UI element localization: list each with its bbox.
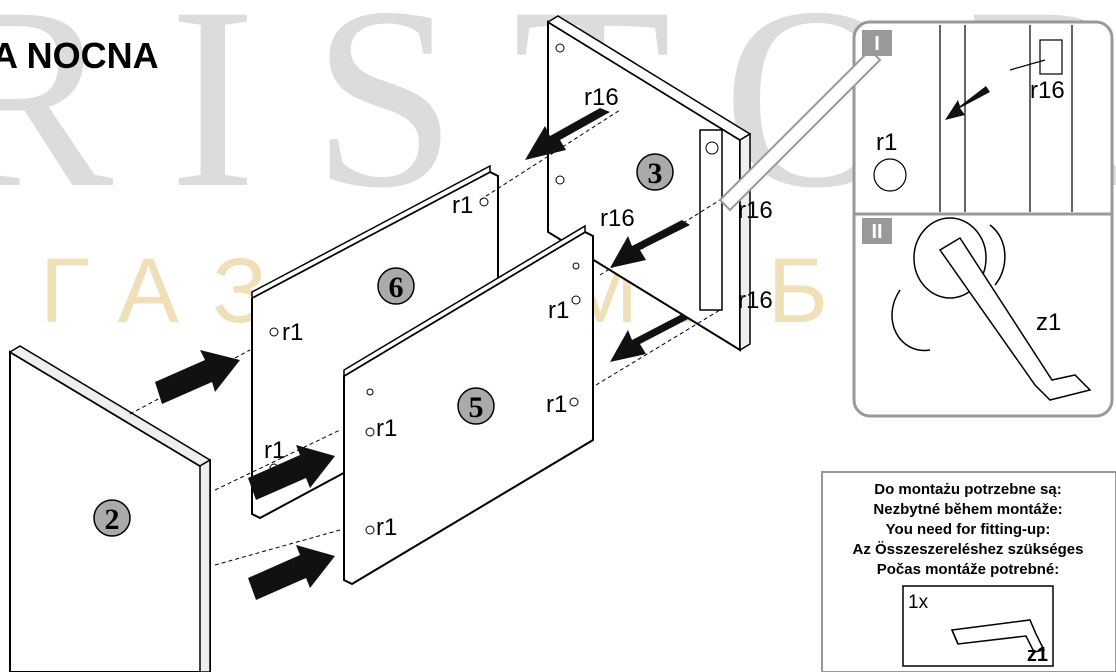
parts-label-z1: z1 [1027,644,1048,666]
label-r16-right-bottom: r16 [738,287,773,314]
label-r1-panel5-left: r1 [376,415,397,442]
panel-6-badge [377,267,415,305]
label-r1-panel5-right: r1 [546,391,567,418]
parts-line-4: Az Összeszereléshez szükséges [853,541,1084,558]
step-1-badge [862,30,892,56]
parts-line-5: Počas montáže potrebné: [877,561,1060,578]
panel-3-number: 3 [648,157,663,190]
parts-line-1: Do montażu potrzebne są: [874,481,1062,498]
arrows [155,108,690,600]
panel-2-number: 2 [105,503,120,536]
detail-label-z1: z1 [1036,309,1061,336]
arrow-1 [155,350,240,404]
arrow-4 [525,108,610,160]
detail-label-r1: r1 [876,129,897,156]
step-1-label: I [874,33,880,55]
label-r16-top: r16 [584,84,619,111]
detail-arrow [945,86,990,120]
label-r16-right-top: r16 [738,197,773,224]
label-r1-panel6-left: r1 [282,319,303,346]
arrow-2 [248,445,335,500]
step-2-badge [862,218,892,244]
page-title: A NOCNA [0,35,159,76]
arrow-6 [610,314,690,362]
panel-2-badge [93,499,131,537]
step-2-label: II [871,221,882,243]
panel-6-number: 6 [389,271,404,304]
label-r1-panel6-top: r1 [452,192,473,219]
panel-5: 5 [343,224,594,586]
panel-5-badge [457,387,495,425]
parts-box: Do montażu potrzebne są: Nezbytné během … [821,471,1116,672]
panel-5-number: 5 [469,391,484,424]
allen-key-icon [950,619,1046,653]
parts-line-3: You need for fitting-up: [886,521,1051,538]
panel-3: 3 [546,15,752,352]
label-r16-mid: r16 [600,205,635,232]
detail-label-r16: r16 [1030,77,1065,104]
detail-box: I II r16 r1 z1 [718,20,1114,418]
arrow-3 [248,545,335,600]
parts-line-2: Nezbytné během montáže: [873,501,1062,518]
label-r1-panel5-bottom: r1 [376,514,397,541]
parts-qty: 1x [908,592,929,613]
label-r1-panel5-top: r1 [548,297,569,324]
arrow-5 [610,220,690,268]
label-r1-panel6-bottom: r1 [264,437,285,464]
panel-3-badge [636,153,674,191]
panel-2: 2 [8,345,212,672]
